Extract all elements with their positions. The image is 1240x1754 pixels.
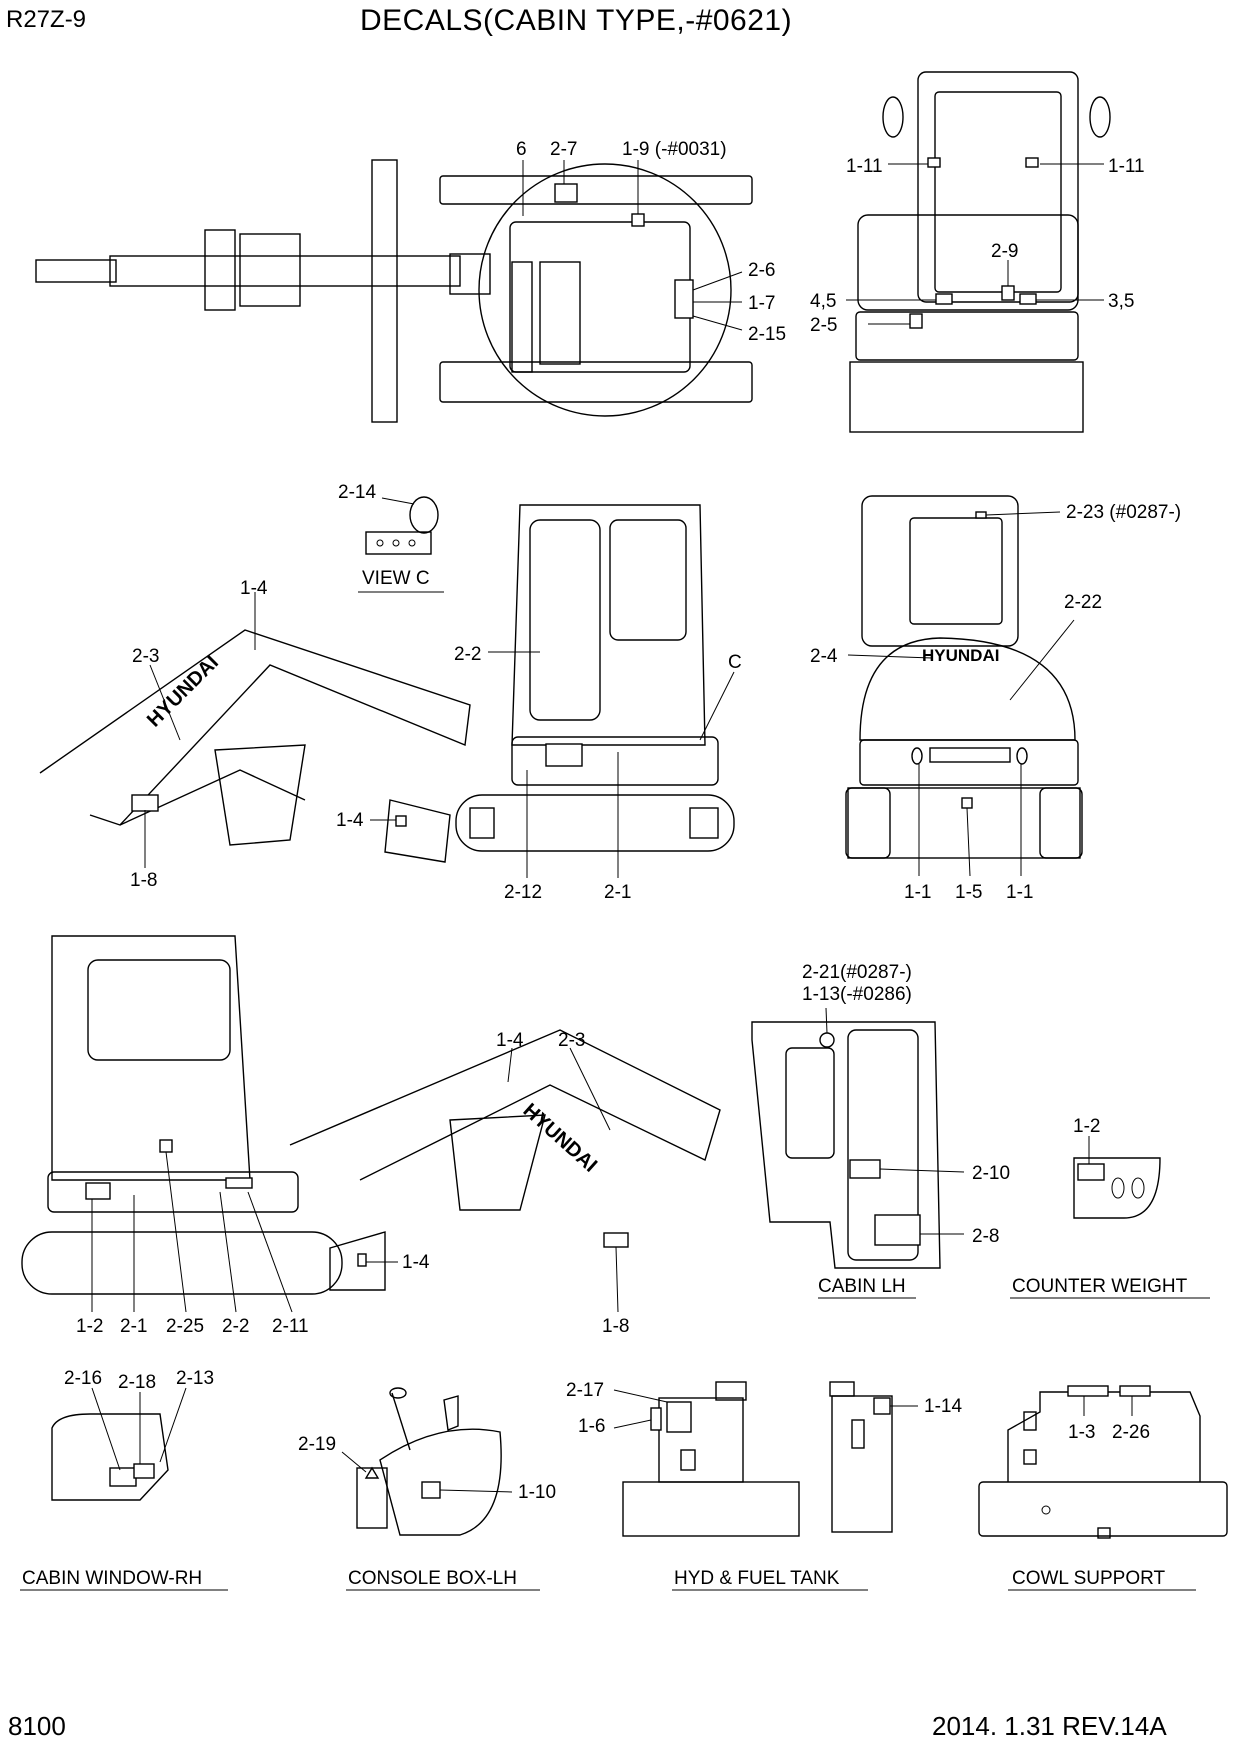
rear-brand-text: HYUNDAI	[922, 646, 999, 665]
callout-2-15: 2-15	[748, 324, 786, 345]
callout-2-8: 2-8	[972, 1226, 999, 1247]
page-title: DECALS(CABIN TYPE,-#0621)	[360, 4, 793, 37]
callout-6: 6	[516, 139, 527, 160]
cabin-window-rh-label: CABIN WINDOW-RH	[22, 1568, 202, 1589]
hyd-fuel-tank-label: HYD & FUEL TANK	[674, 1568, 840, 1589]
callout-c: C	[728, 652, 742, 673]
left-callout-2-1: 2-1	[120, 1316, 147, 1337]
callout-2-13: 2-13	[176, 1368, 214, 1389]
page-number: 8100	[8, 1711, 66, 1741]
callout-1-5: 1-5	[955, 882, 982, 903]
right-side-view: HYUNDAI	[39, 504, 735, 863]
callout-2-2: 2-2	[454, 644, 481, 665]
callout-1-14: 1-14	[924, 1396, 962, 1417]
callout-2-6: 2-6	[748, 260, 775, 281]
cabin-lh-view	[751, 1021, 941, 1269]
left-callout-2-2: 2-2	[222, 1316, 249, 1337]
callout-2-12: 2-12	[504, 882, 542, 903]
cabin-lh-label: CABIN LH	[818, 1276, 906, 1297]
cowl-support-label: COWL SUPPORT	[1012, 1568, 1165, 1589]
callout-2-21: 2-21(#0287-)	[802, 962, 912, 983]
callout-2-22: 2-22	[1064, 592, 1102, 613]
callout-2-14: 2-14	[338, 482, 376, 503]
callout-2-3: 2-3	[132, 646, 159, 667]
view-c-detail	[365, 496, 439, 555]
callout-2-17: 2-17	[566, 1380, 604, 1401]
callout-2-19: 2-19	[298, 1434, 336, 1455]
callout-2-5: 2-5	[810, 315, 837, 336]
callout-1-11-right: 1-11	[1108, 156, 1145, 177]
callout-2-10: 2-10	[972, 1163, 1010, 1184]
callout-1-4-boom: 1-4	[240, 578, 268, 599]
callout-2-26: 2-26	[1112, 1422, 1150, 1443]
counter-weight-view	[1073, 1157, 1161, 1219]
left-boom-brand-text: HYUNDAI	[519, 1099, 601, 1176]
model-code: R27Z-9	[6, 6, 87, 33]
left-callout-1-8: 1-8	[602, 1316, 629, 1337]
cowl-support-view	[978, 1385, 1228, 1539]
callout-1-3: 1-3	[1068, 1422, 1095, 1443]
cabin-window-rh-view	[51, 1413, 169, 1501]
callout-1-9: 1-9 (-#0031)	[622, 139, 727, 160]
callout-3-5: 3,5	[1108, 291, 1134, 312]
left-side-view: HYUNDAI	[21, 935, 721, 1295]
callout-2-16: 2-16	[64, 1368, 102, 1389]
callout-1-13: 1-13(-#0286)	[802, 984, 912, 1005]
hyd-fuel-tank-view	[622, 1381, 893, 1537]
left-callout-1-2: 1-2	[76, 1316, 103, 1337]
top-view	[35, 159, 753, 423]
left-callout-2-25: 2-25	[166, 1316, 204, 1337]
callout-1-6: 1-6	[578, 1416, 605, 1437]
left-callout-2-3: 2-3	[558, 1030, 585, 1051]
callout-2-1: 2-1	[604, 882, 631, 903]
left-callout-1-4-boom: 1-4	[496, 1030, 524, 1051]
callout-1-1-right: 1-1	[1006, 882, 1033, 903]
callout-1-10: 1-10	[518, 1482, 556, 1503]
callout-2-23: 2-23 (#0287-)	[1066, 502, 1181, 523]
callout-2-7: 2-7	[550, 139, 577, 160]
callout-cw-1-2: 1-2	[1073, 1116, 1100, 1137]
callout-2-4: 2-4	[810, 646, 838, 667]
front-view	[849, 71, 1111, 433]
callout-4-5: 4,5	[810, 291, 836, 312]
revision-date: 2014. 1.31 REV.14A	[932, 1711, 1167, 1741]
rear-view: HYUNDAI	[845, 495, 1083, 859]
callout-1-8: 1-8	[130, 870, 157, 891]
console-box-lh-view	[356, 1387, 502, 1536]
callout-2-9: 2-9	[991, 241, 1018, 262]
console-box-lh-label: CONSOLE BOX-LH	[348, 1568, 517, 1589]
left-callout-1-4-blade: 1-4	[402, 1252, 430, 1273]
callout-1-7: 1-7	[748, 293, 775, 314]
callout-2-18: 2-18	[118, 1372, 156, 1393]
view-c-label: VIEW C	[362, 568, 430, 589]
left-callout-2-11: 2-11	[272, 1316, 309, 1337]
callout-1-11-left: 1-11	[846, 156, 883, 177]
callout-1-4-blade: 1-4	[336, 810, 364, 831]
counter-weight-label: COUNTER WEIGHT	[1012, 1276, 1188, 1297]
callout-1-1-left: 1-1	[904, 882, 931, 903]
